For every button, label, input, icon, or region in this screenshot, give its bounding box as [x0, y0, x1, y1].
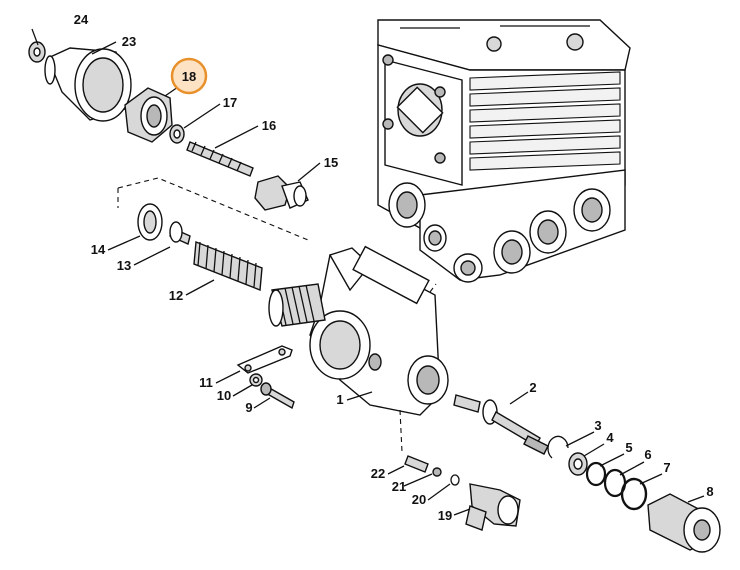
callout-11: 11 — [199, 375, 213, 390]
callout-8: 8 — [706, 484, 713, 499]
part-16-rod — [186, 141, 254, 177]
pump-housing — [377, 19, 631, 283]
callout-4: 4 — [606, 430, 614, 445]
part-24-nut — [28, 41, 46, 63]
part-10-nut — [249, 373, 263, 387]
part-7-oring — [620, 477, 648, 511]
callout-7: 7 — [663, 460, 670, 475]
callout-19: 19 — [438, 508, 452, 523]
threaded-union — [268, 283, 326, 327]
part-17-ring — [169, 124, 185, 144]
part-21-ball — [432, 467, 442, 477]
part-8-plug — [647, 493, 721, 553]
callout-17: 17 — [223, 95, 237, 110]
part-12-spring — [193, 241, 263, 291]
part-14-washer — [137, 203, 163, 241]
callout-15: 15 — [324, 155, 338, 170]
callout-20: 20 — [412, 492, 426, 507]
callout-24: 24 — [74, 12, 89, 27]
part-5-oring — [585, 461, 607, 487]
part-9-bolt — [260, 382, 295, 410]
part-22-screw — [404, 455, 429, 473]
callout-12: 12 — [169, 288, 183, 303]
part-11-bracket — [236, 345, 293, 374]
callout-22: 22 — [371, 466, 385, 481]
callout-13: 13 — [117, 258, 131, 273]
callout-10: 10 — [217, 388, 231, 403]
callout-5: 5 — [625, 440, 632, 455]
valve-body — [309, 245, 449, 416]
leader-lines — [31, 28, 705, 516]
highlight-circle — [170, 57, 208, 95]
callout-14: 14 — [91, 242, 106, 257]
callout-3: 3 — [594, 418, 601, 433]
cooling-fins — [469, 71, 621, 171]
part-13-stem — [169, 221, 191, 245]
callout-1: 1 — [336, 392, 343, 407]
callout-16: 16 — [262, 118, 276, 133]
part-2-valve — [453, 394, 549, 455]
part-23-cap — [44, 47, 132, 122]
part-19-fitting — [465, 483, 521, 531]
callout-23: 23 — [122, 34, 136, 49]
part-18-nut — [124, 87, 173, 143]
part-20-oring — [450, 474, 460, 486]
part-3-snap-ring — [547, 435, 569, 459]
callout-2: 2 — [529, 380, 536, 395]
callout-18: 18 — [182, 69, 196, 84]
callout-9: 9 — [245, 400, 252, 415]
part-4-washer — [568, 452, 588, 476]
callout-labels: 24 23 18 17 16 15 14 13 12 11 10 9 1 2 3… — [74, 12, 714, 523]
callout-6: 6 — [644, 447, 651, 462]
part-15-fitting — [254, 175, 309, 211]
callout-21: 21 — [392, 479, 406, 494]
